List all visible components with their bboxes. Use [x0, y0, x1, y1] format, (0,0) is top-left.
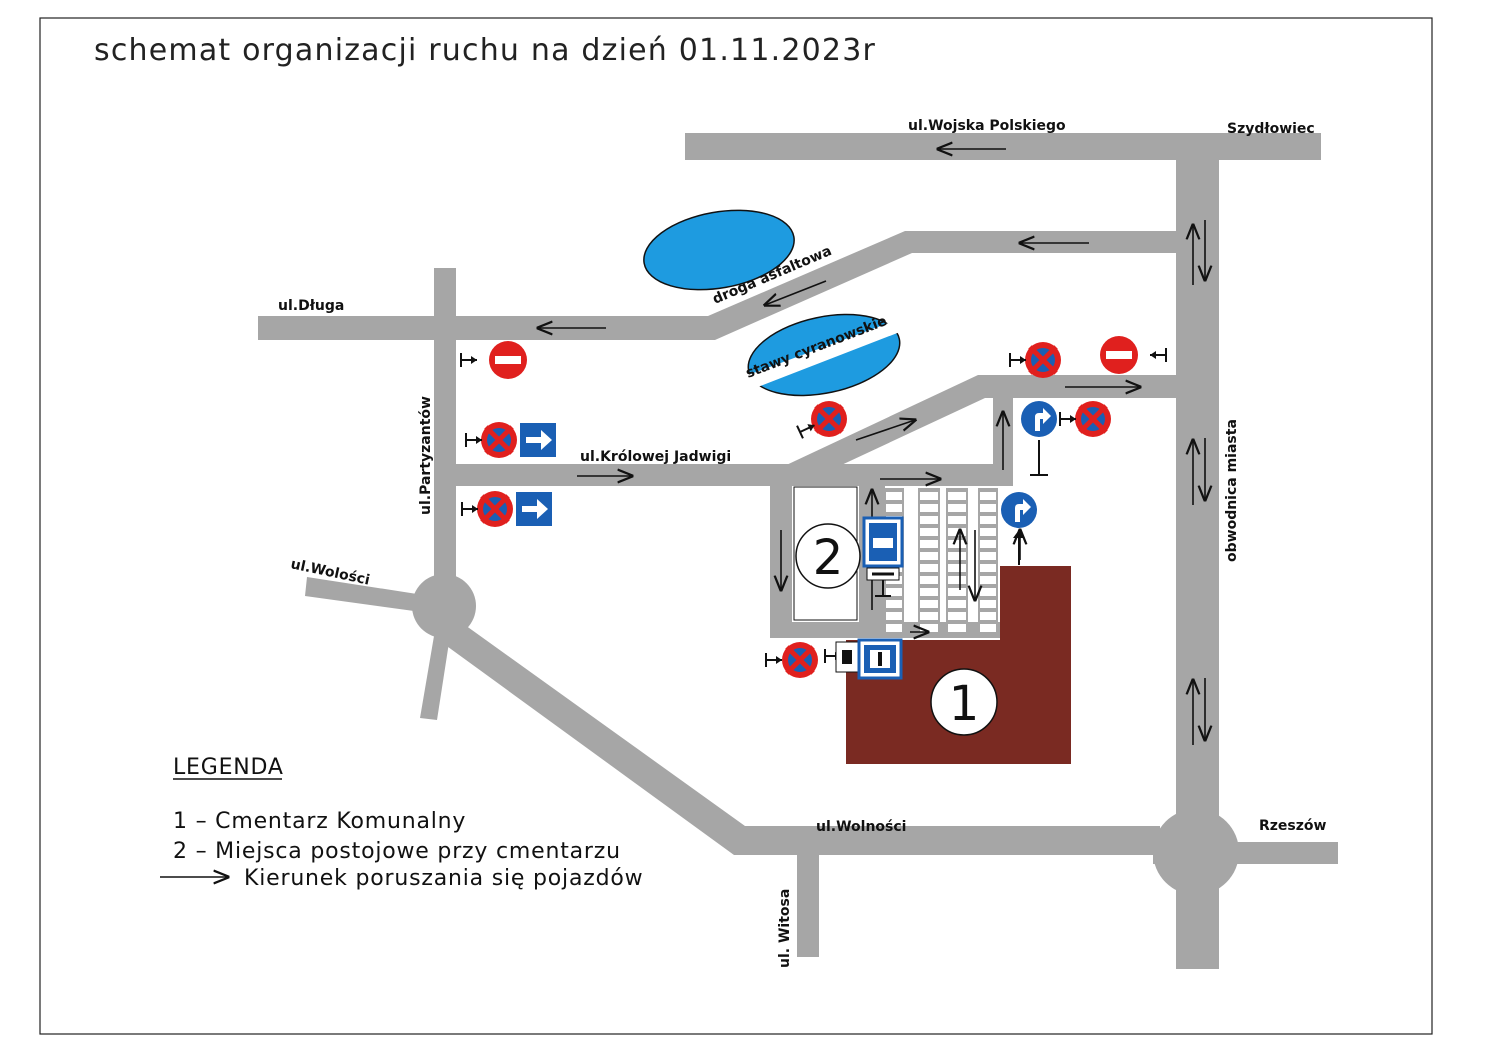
sign-bar-icon: [461, 501, 479, 517]
cemetery-area: [846, 566, 1071, 764]
crosswalk-stripe: [980, 564, 996, 572]
crosswalk-stripe: [948, 492, 966, 500]
crosswalk-stripe: [948, 576, 966, 584]
no-stopping-sign-icon: [1075, 401, 1111, 437]
crosswalk-stripe: [980, 552, 996, 560]
no-stopping-sign-icon: [811, 401, 847, 437]
crosswalk-stripe: [920, 552, 938, 560]
crosswalk-stripe: [948, 624, 966, 632]
crosswalk-stripe: [948, 540, 966, 548]
svg-text:1: 1: [949, 676, 980, 732]
crosswalk-stripe: [948, 612, 966, 620]
crosswalk-stripe: [980, 600, 996, 608]
label-partyzantow: ul.Partyzantów: [418, 396, 434, 515]
one-way-sign-icon: [516, 492, 552, 526]
legend-item-3: Kierunek poruszania się pojazdów: [244, 866, 643, 891]
crosswalk-stripe: [920, 528, 938, 536]
page-frame: [39, 17, 1433, 1035]
crosswalk-stripe: [886, 612, 902, 620]
sign-bar-icon: [765, 652, 783, 668]
crosswalk-stripe: [980, 540, 996, 548]
crosswalk-stripe: [886, 588, 902, 596]
crosswalk-stripe: [886, 492, 902, 500]
crosswalk-stripe: [920, 588, 938, 596]
road-network: [258, 133, 1338, 969]
no-stopping-sign-icon: [481, 422, 517, 458]
label-dluga: ul.Długa: [278, 298, 344, 314]
parking-sign-icon: [835, 638, 903, 680]
crosswalk-stripe: [920, 624, 938, 632]
sign-bar-icon: [1149, 347, 1167, 363]
crosswalk-stripe: [980, 624, 996, 632]
crosswalk-stripe: [980, 612, 996, 620]
crosswalk-stripe: [886, 504, 902, 512]
sign-bar-icon: [465, 432, 483, 448]
sign-bar-icon: [1009, 352, 1027, 368]
crosswalk-stripe: [920, 564, 938, 572]
label-szydlowiec: Szydłowiec: [1227, 121, 1315, 137]
svg-text:2: 2: [813, 530, 844, 586]
turn-right-sign-icon: [1001, 492, 1037, 528]
label-witosa: ul. Witosa: [777, 889, 793, 968]
legend: LEGENDA 1 – Cmentarz Komunalny 2 – Miejs…: [160, 755, 643, 891]
crosswalk-stripe: [948, 552, 966, 560]
label-obwodnica: obwodnica miasta: [1224, 419, 1240, 562]
traffic-arrows: [538, 149, 1205, 745]
marker-cemetery: 1: [930, 668, 998, 736]
crosswalk-stripe: [920, 612, 938, 620]
no-stopping-sign-icon: [782, 642, 818, 678]
crosswalk-stripe: [948, 504, 966, 512]
label-krolowej-jadwigi: ul.Królowej Jadwigi: [580, 449, 731, 465]
crosswalk-stripe: [948, 600, 966, 608]
crosswalk-stripe: [980, 576, 996, 584]
pond-lower: [747, 313, 905, 397]
crosswalk-stripe: [980, 528, 996, 536]
crosswalk-stripe: [920, 504, 938, 512]
no-entry-sign-icon: [489, 341, 527, 379]
crosswalk-stripe: [948, 588, 966, 596]
legend-item-1: 1 – Cmentarz Komunalny: [173, 809, 466, 834]
crosswalk-stripe: [948, 528, 966, 536]
crosswalk-stripe: [980, 588, 996, 596]
label-rzeszow: Rzeszów: [1259, 818, 1327, 834]
no-entry-sign-icon: [1100, 336, 1138, 374]
crosswalk-stripe: [980, 504, 996, 512]
crosswalk-stripe: [980, 492, 996, 500]
crosswalk-stripe: [948, 564, 966, 572]
label-wolnosci: ul.Wolności: [816, 819, 906, 835]
crosswalk-stripe: [920, 540, 938, 548]
parking-sign-icon: [862, 516, 904, 597]
marker-parking: 2: [795, 523, 861, 589]
label-wojska-polskiego: ul.Wojska Polskiego: [908, 118, 1066, 134]
crosswalk-stripe: [980, 516, 996, 524]
sign-bar-icon: [1059, 411, 1077, 427]
sign-bar-icon: [460, 352, 478, 368]
turn-right-sign-icon: [1021, 401, 1057, 437]
map-title: schemat organizacji ruchu na dzień 01.11…: [94, 33, 876, 68]
crosswalk-stripe: [920, 576, 938, 584]
one-way-sign-icon: [520, 423, 556, 457]
crosswalk-stripe: [886, 624, 902, 632]
legend-item-2: 2 – Miejsca postojowe przy cmentarzu: [173, 839, 621, 864]
pond-upper: [643, 209, 795, 291]
legend-heading: LEGENDA: [173, 755, 284, 780]
crosswalk-stripe: [920, 600, 938, 608]
crosswalk-stripe: [948, 516, 966, 524]
crosswalk-stripe: [920, 516, 938, 524]
crosswalk-stripe: [920, 492, 938, 500]
crosswalk-stripe: [886, 600, 902, 608]
no-stopping-sign-icon: [477, 491, 513, 527]
no-stopping-sign-icon: [1025, 342, 1061, 378]
